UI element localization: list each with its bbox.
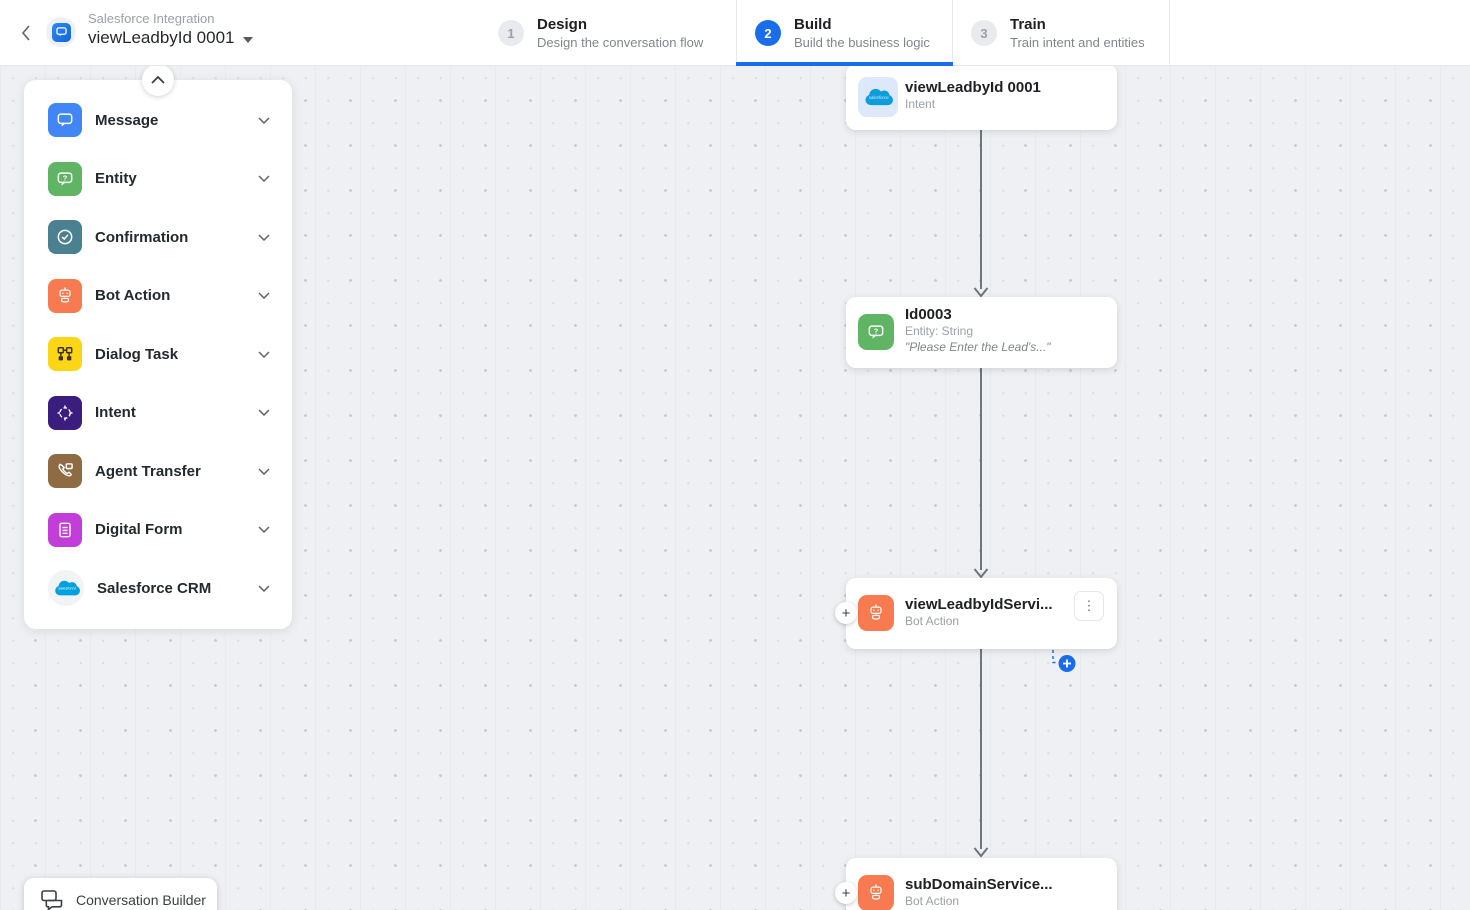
palette-item-intent[interactable]: Intent xyxy=(24,384,292,443)
palette-item-label: Salesforce CRM xyxy=(97,579,212,597)
add-node-left-button[interactable]: + xyxy=(835,882,857,904)
project-title-dropdown[interactable]: viewLeadbyId 0001 xyxy=(88,28,253,48)
chevron-down-icon[interactable] xyxy=(258,468,270,475)
agent-transfer-icon xyxy=(48,454,82,489)
add-node-left-button[interactable]: + xyxy=(835,602,857,624)
chevron-down-icon[interactable] xyxy=(258,585,270,592)
chat-app-icon xyxy=(51,22,71,42)
salesforce-icon: salesforce xyxy=(48,570,84,607)
chevron-down-icon[interactable] xyxy=(258,117,270,124)
palette-item-label: Dialog Task xyxy=(95,345,179,363)
node-title: subDomainService... xyxy=(905,876,1053,893)
palette-item-label: Message xyxy=(95,111,159,129)
intent-icon xyxy=(48,395,82,430)
palette-item-label: Digital Form xyxy=(95,521,183,539)
conversation-builder-icon xyxy=(41,890,63,910)
node-title: viewLeadbyId 0001 xyxy=(905,79,1041,96)
palette-item-dialog-task[interactable]: Dialog Task xyxy=(24,325,292,384)
palette-item-digital-form[interactable]: Digital Form xyxy=(24,501,292,560)
node-title: viewLeadbyIdServi... xyxy=(905,596,1053,613)
step-label: Train xyxy=(1010,16,1046,33)
chevron-down-icon[interactable] xyxy=(258,409,270,417)
entity-icon: ? xyxy=(48,161,82,196)
node-type-label: Intent xyxy=(905,97,936,111)
node-title: Id0003 xyxy=(905,306,952,323)
dialog-task-icon xyxy=(48,337,82,372)
confirmation-icon xyxy=(48,220,82,255)
step-description: Train intent and entities xyxy=(1010,35,1145,50)
conversation-builder-label: Conversation Builder xyxy=(76,892,206,908)
step-number-badge: 1 xyxy=(498,20,524,46)
svg-text:salesforce: salesforce xyxy=(869,95,889,100)
node-entity-id0003[interactable]: ? Id0003 Entity: String "Please Enter th… xyxy=(846,297,1117,368)
tab-train[interactable]: 3 Train Train intent and entities xyxy=(953,0,1170,66)
message-icon xyxy=(48,103,82,138)
node-intent-viewleadbyid[interactable]: salesforce viewLeadbyId 0001 Intent xyxy=(846,64,1117,130)
chevron-left-icon xyxy=(21,25,30,41)
palette-item-agent-transfer[interactable]: Agent Transfer xyxy=(24,442,292,501)
tab-design[interactable]: 1 Design Design the conversation flow xyxy=(480,0,736,66)
node-type-label: Entity: String xyxy=(905,324,974,338)
node-bot-action-subdomainservice[interactable]: subDomainService... Bot Action xyxy=(846,858,1117,910)
palette-item-label: Bot Action xyxy=(95,287,171,305)
chevron-down-icon[interactable] xyxy=(258,175,270,183)
step-number-badge: 2 xyxy=(755,20,781,46)
project-title: viewLeadbyId 0001 xyxy=(88,28,235,47)
node-palette: Message ? Entity Confirmation Bot Action xyxy=(24,64,292,629)
collapse-palette-button[interactable] xyxy=(142,64,174,96)
bot-action-icon xyxy=(48,278,82,313)
svg-text:?: ? xyxy=(874,327,879,336)
palette-item-confirmation[interactable]: Confirmation xyxy=(24,208,292,267)
step-label: Build xyxy=(794,16,832,33)
bot-action-icon xyxy=(858,595,894,631)
top-bar: Salesforce Integration viewLeadbyId 0001… xyxy=(0,0,1470,66)
palette-item-label: Entity xyxy=(95,170,137,188)
digital-form-icon xyxy=(48,512,82,547)
svg-text:?: ? xyxy=(63,173,68,182)
svg-text:salesforce: salesforce xyxy=(58,586,77,591)
chevron-down-icon xyxy=(242,36,253,43)
node-prompt-preview: "Please Enter the Lead's..." xyxy=(905,340,1051,354)
chevron-down-icon[interactable] xyxy=(258,351,270,358)
tab-build[interactable]: 2 Build Build the business logic xyxy=(736,0,953,66)
palette-item-salesforce-crm[interactable]: salesforce Salesforce CRM xyxy=(24,559,292,618)
palette-item-label: Intent xyxy=(95,404,136,422)
chevron-down-icon[interactable] xyxy=(258,526,270,534)
back-button[interactable] xyxy=(14,21,38,45)
step-description: Design the conversation flow xyxy=(537,35,704,50)
node-type-label: Bot Action xyxy=(905,894,960,908)
palette-item-message[interactable]: Message xyxy=(24,91,292,150)
node-menu-button[interactable]: ⋮ xyxy=(1074,591,1104,621)
bot-avatar xyxy=(46,17,76,47)
chevron-up-icon xyxy=(151,76,165,84)
active-tab-indicator xyxy=(736,62,953,66)
step-number-badge: 3 xyxy=(971,20,997,46)
chevron-down-icon[interactable] xyxy=(258,292,270,300)
salesforce-icon: salesforce xyxy=(858,77,898,117)
palette-item-label: Agent Transfer xyxy=(95,462,201,480)
palette-item-entity[interactable]: ? Entity xyxy=(24,150,292,209)
chevron-down-icon[interactable] xyxy=(258,234,270,241)
palette-item-label: Confirmation xyxy=(95,228,189,246)
step-label: Design xyxy=(537,16,588,33)
palette-item-bot-action[interactable]: Bot Action xyxy=(24,267,292,326)
workflow-steps: 1 Design Design the conversation flow 2 … xyxy=(480,0,1170,66)
node-type-label: Bot Action xyxy=(905,614,960,628)
conversation-builder-button[interactable]: Conversation Builder xyxy=(24,878,217,910)
bot-action-icon xyxy=(858,875,894,910)
entity-icon: ? xyxy=(858,314,894,350)
project-subtitle: Salesforce Integration xyxy=(88,11,215,26)
node-bot-action-viewleadbyidservice[interactable]: viewLeadbyIdServi... Bot Action ⋮ xyxy=(846,578,1117,649)
step-description: Build the business logic xyxy=(794,35,930,50)
